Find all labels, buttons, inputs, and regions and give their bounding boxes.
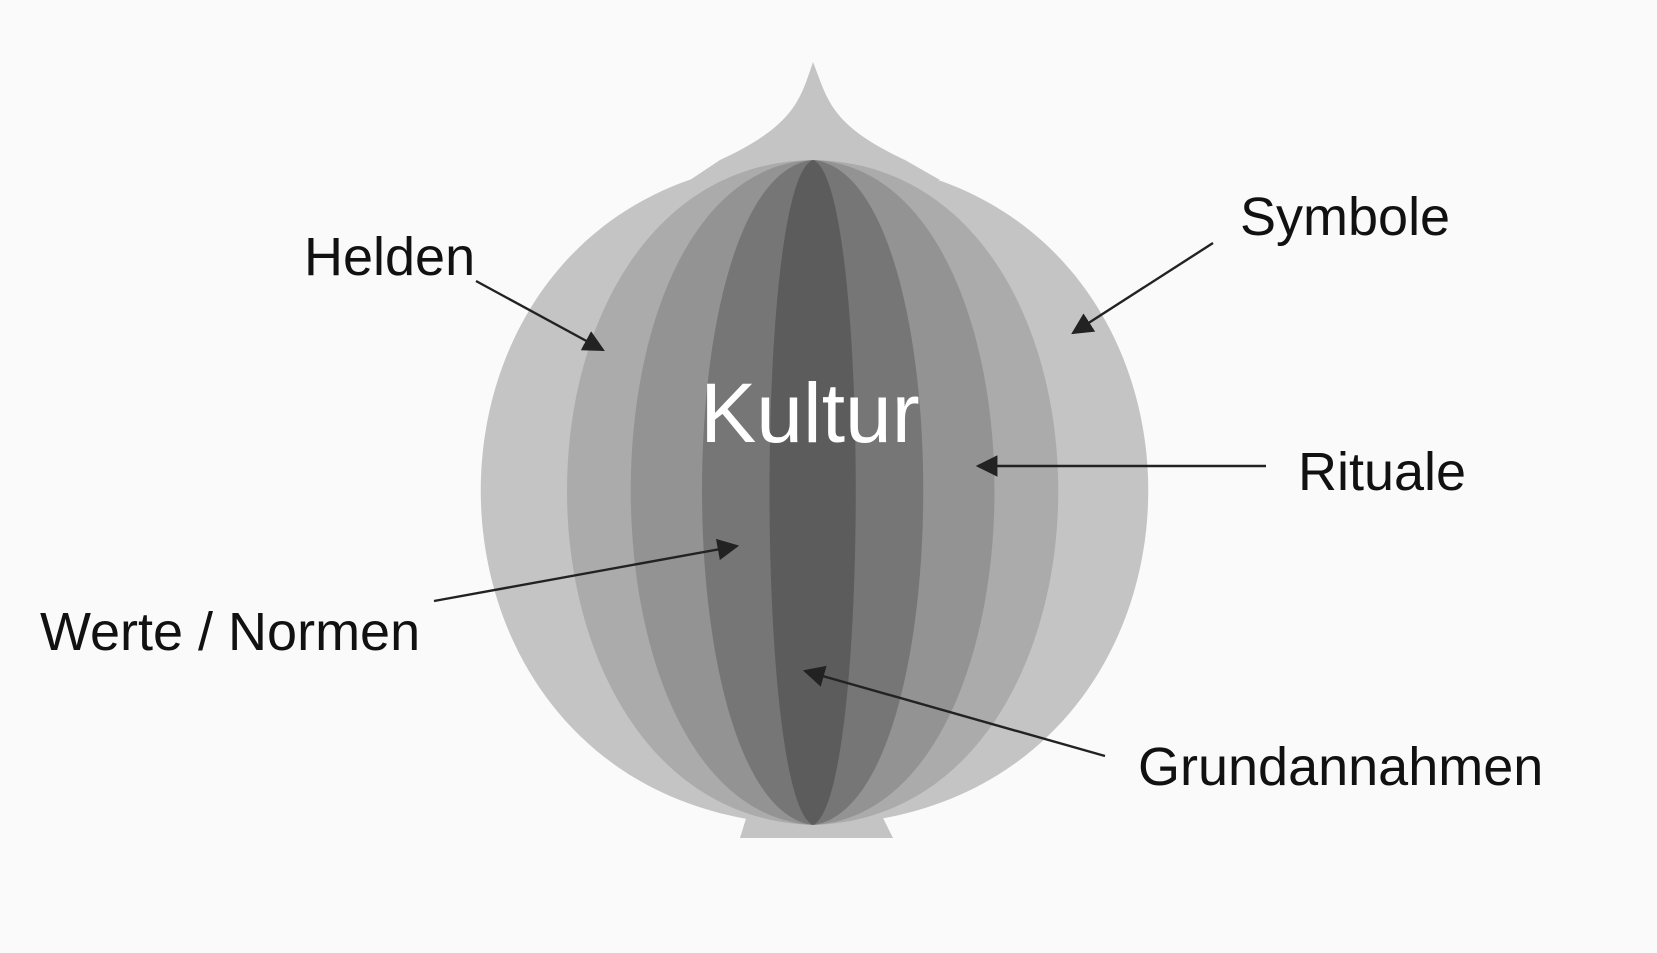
label-rituale: Rituale [1298, 442, 1466, 502]
arrow-symbole [1073, 243, 1213, 333]
label-helden: Helden [304, 227, 475, 287]
label-werte-normen: Werte / Normen [40, 602, 420, 662]
label-symbole: Symbole [1240, 187, 1450, 247]
label-grundannahmen: Grundannahmen [1138, 737, 1543, 797]
center-label: Kultur [700, 366, 919, 460]
layer-grundannahmen-shape [770, 160, 856, 825]
